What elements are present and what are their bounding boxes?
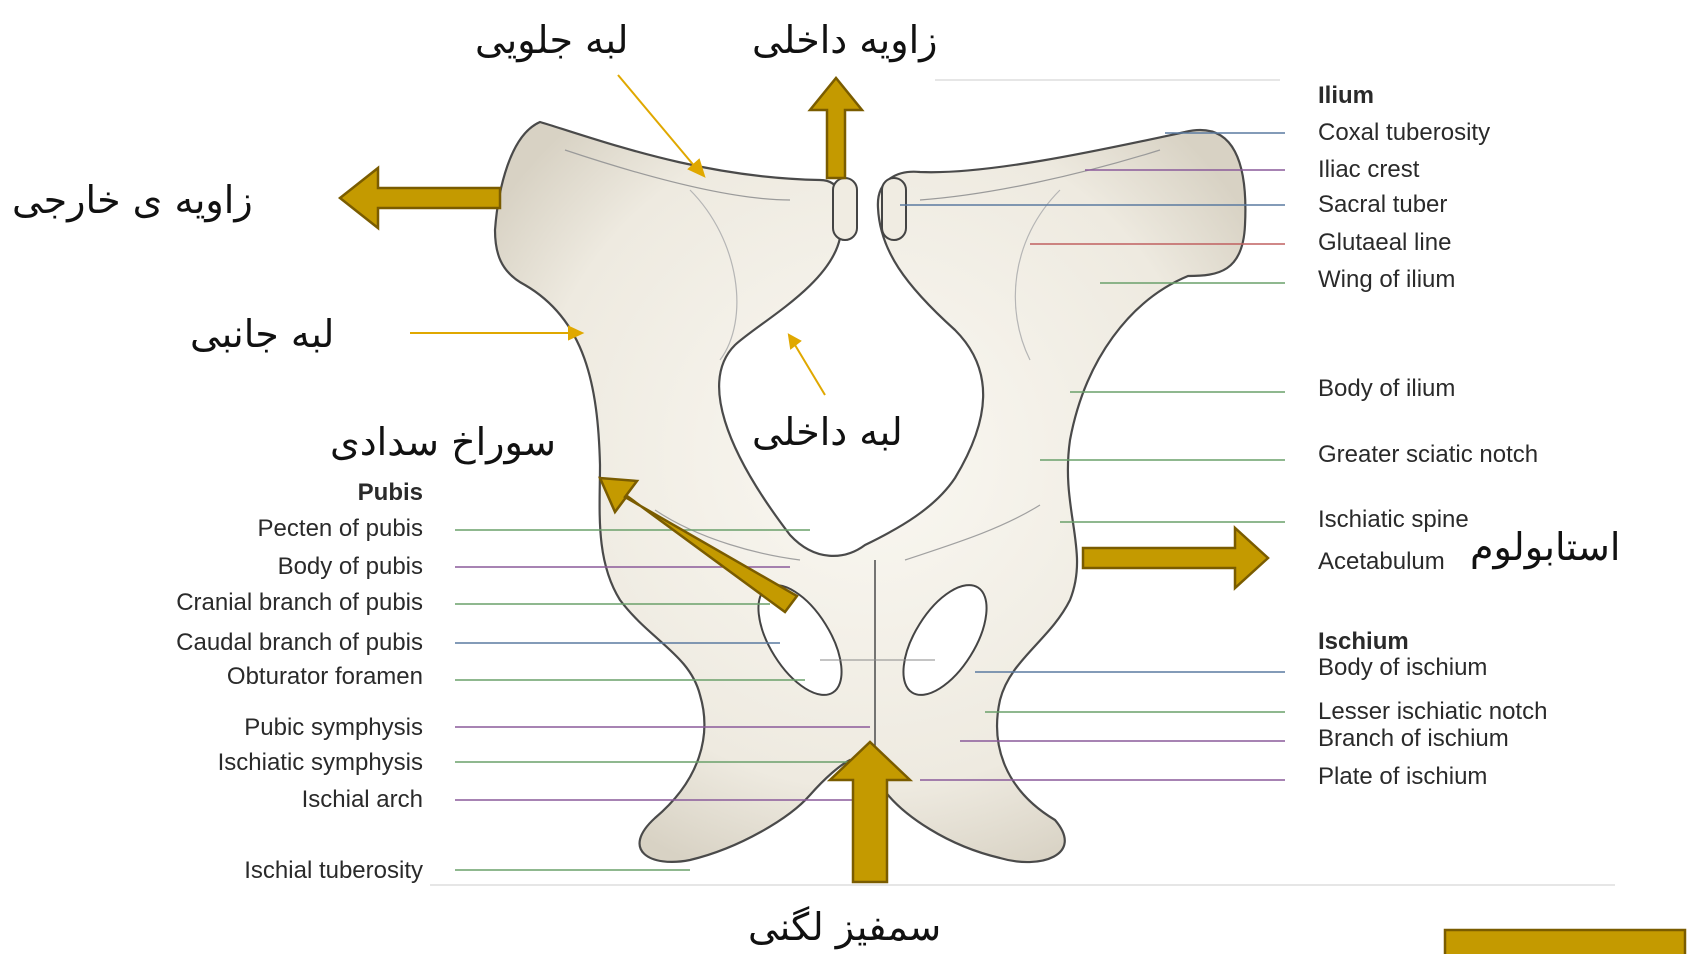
label-pubic-symphysis: Pubic symphysis — [244, 714, 423, 742]
fa-label-medial-angle: زاویه داخلی — [752, 18, 938, 62]
fa-label-obturator-hole: سوراخ سدادی — [330, 420, 556, 464]
acetabulum-arrow — [1083, 528, 1268, 588]
label-body-of-ischium: Body of ischium — [1318, 654, 1487, 682]
label-pecten-of-pubis: Pecten of pubis — [258, 515, 423, 543]
label-branch-of-ischium: Branch of ischium — [1318, 725, 1509, 753]
fa-label-lateral-angle: زاویه ی خارجی — [12, 178, 253, 222]
label-body-of-pubis: Body of pubis — [278, 553, 423, 581]
label-cranial-branch-of-pubis: Cranial branch of pubis — [176, 589, 423, 617]
sacral-tuber-left — [833, 178, 857, 240]
label-ilium: Ilium — [1318, 82, 1374, 110]
label-caudal-branch-of-pubis: Caudal branch of pubis — [176, 629, 423, 657]
label-ischium: Ischium — [1318, 628, 1409, 656]
medial-angle-arrow — [810, 78, 862, 178]
fa-label-medial-border: لبه داخلی — [752, 410, 903, 454]
label-ischial-arch: Ischial arch — [302, 786, 423, 814]
label-plate-of-ischium: Plate of ischium — [1318, 763, 1487, 791]
fa-label-cranial-border: لبه جلویی — [475, 18, 628, 62]
label-glutaeal-line: Glutaeal line — [1318, 229, 1451, 257]
label-acetabulum: Acetabulum — [1318, 548, 1445, 576]
fa-label-pelvic-symphysis: سمفیز لگنی — [748, 905, 941, 949]
sacral-tuber-right — [882, 178, 906, 240]
slide-corner-bar — [1445, 930, 1685, 954]
label-ischiatic-spine: Ischiatic spine — [1318, 506, 1469, 534]
label-coxal-tuberosity: Coxal tuberosity — [1318, 119, 1490, 147]
label-iliac-crest: Iliac crest — [1318, 156, 1419, 184]
fa-label-lateral-border: لبه جانبی — [190, 312, 334, 356]
label-body-of-ilium: Body of ilium — [1318, 375, 1455, 403]
medial-border-pointer — [795, 345, 825, 395]
label-obturator-foramen: Obturator foramen — [227, 663, 423, 691]
label-lesser-ischiatic-notch: Lesser ischiatic notch — [1318, 698, 1547, 726]
label-ischial-tuberosity: Ischial tuberosity — [244, 857, 423, 885]
label-pubis: Pubis — [358, 479, 423, 507]
label-wing-of-ilium: Wing of ilium — [1318, 266, 1455, 294]
label-greater-sciatic-notch: Greater sciatic notch — [1318, 441, 1538, 469]
label-sacral-tuber: Sacral tuber — [1318, 191, 1447, 219]
fa-label-acetabulum: استابولوم — [1470, 525, 1620, 569]
lateral-angle-arrow — [340, 168, 500, 228]
label-ischiatic-symphysis: Ischiatic symphysis — [218, 749, 423, 777]
